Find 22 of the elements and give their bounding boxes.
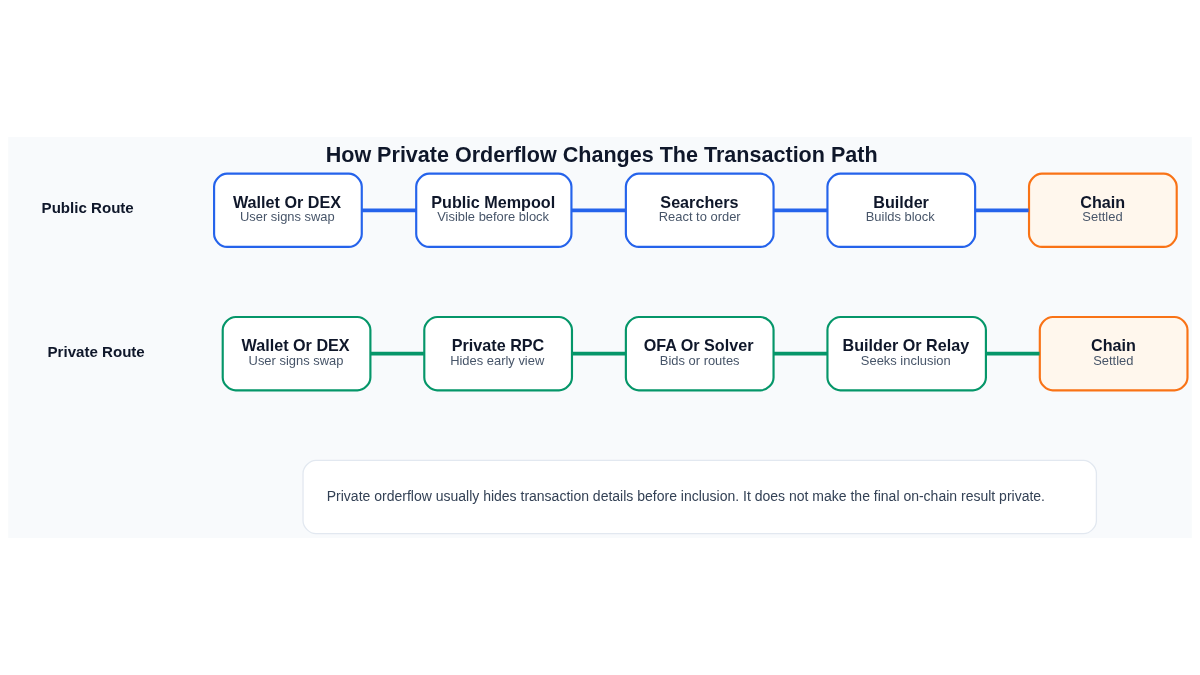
node-box: Wallet Or DEX User signs swap [221,315,372,392]
node-box: Private orderflow usually hides transaction details before inclusion. It does not make the final on-chain result private. [302,459,1098,535]
connector [361,208,417,213]
connector [572,351,626,356]
connector [986,351,1040,356]
connector [370,351,424,356]
node-box: Chain Settled [1027,172,1178,249]
connector [773,208,828,213]
node-box: Public Mempool Visible before block [415,172,573,249]
node-box: OFA Or Solver Bids or routes [624,315,775,392]
diagram-title: How Private Orderflow Changes The Transaction Path [325,141,878,167]
node-box: Builder Builds block [826,172,977,249]
label: Private Route [47,342,145,360]
label: Public Route [41,199,134,217]
node-box: Wallet Or DEX User signs swap [213,172,363,249]
node-box: Private RPC Hides early view [423,315,574,392]
node-box: Searchers React to order [624,172,775,249]
connector [773,351,828,356]
node-box: Builder Or Relay Seeks inclusion [826,315,987,392]
connector [975,208,1029,213]
node-box: Chain Settled [1038,315,1189,392]
connector [571,208,626,213]
